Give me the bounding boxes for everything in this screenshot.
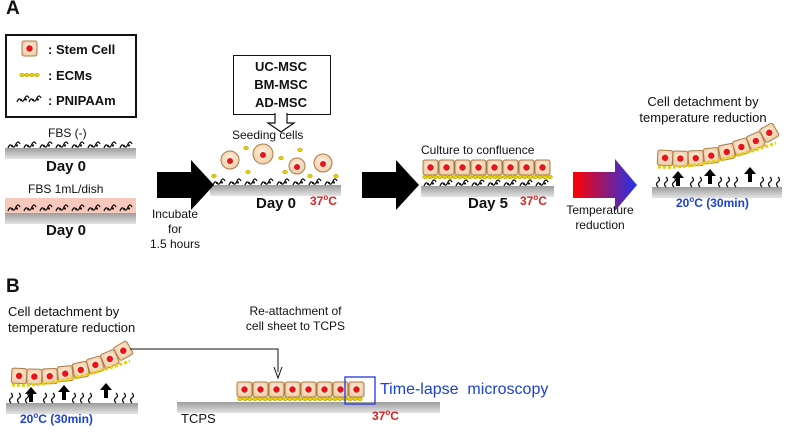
detachment-squiggles-b	[8, 392, 135, 404]
legend-stem-cell-label: : Stem Cell	[48, 42, 116, 57]
panel-b-detach-surface	[6, 403, 138, 414]
legend-ecm-icon	[19, 73, 40, 77]
cell-type-list: UC-MSC BM-MSC AD-MSC	[233, 58, 329, 112]
confluence-temp-degree: o	[533, 193, 539, 202]
detachment-title-line-2: temperature reduction	[639, 110, 767, 125]
legend-ecms-label: : ECMs	[48, 68, 93, 83]
reattach-connector	[130, 348, 279, 372]
seeding-temp-degree: o	[323, 193, 329, 202]
seeding-label: Seeding cells	[232, 128, 304, 142]
confluence-pnipaam-row	[423, 179, 549, 187]
incubate-line-2: for	[167, 222, 182, 236]
fbs-none-pnipaam-row	[7, 141, 133, 149]
tcps-temp-degree: o	[385, 408, 391, 417]
seeding-pnipaam-row	[212, 178, 338, 186]
detachment-temp-value: 20	[676, 196, 690, 210]
fbs-1ml-surface	[5, 213, 136, 224]
reattach-arrowhead-icon	[273, 366, 283, 380]
tcps-label: TCPS	[181, 411, 216, 426]
confluence-day: Day 5	[468, 195, 509, 212]
fbs-pink-layer	[5, 198, 136, 214]
fbs-1ml-pnipaam-row	[7, 204, 133, 212]
tcps-temp-unit: C	[390, 409, 399, 423]
confluence-temp-unit: C	[538, 194, 547, 208]
incubate-line-3: 1.5 hours	[149, 237, 201, 251]
cell-type-bm-msc: BM-MSC	[254, 77, 308, 92]
temperature-reduction-line-2: reduction	[575, 218, 625, 232]
tcps-temp-value: 37	[372, 409, 386, 423]
detachment-temp: 20oC (30min)	[676, 195, 749, 210]
confluence-temp-value: 37	[520, 194, 534, 208]
seeding-cells	[211, 143, 339, 178]
seeding-surface	[210, 185, 341, 196]
tcps-surface	[177, 402, 440, 413]
confluence-cell-layer	[422, 159, 551, 176]
confluence-surface	[421, 186, 554, 197]
panel-b-detach-line-2: temperature reduction	[8, 320, 136, 335]
seeding-temp-unit: C	[328, 194, 337, 208]
detachment-squiggles-a	[655, 176, 781, 188]
cell-type-ad-msc: AD-MSC	[255, 95, 307, 110]
incubate-text: Incubate for 1.5 hours	[140, 207, 210, 252]
detachment-arrows-a	[672, 167, 756, 186]
panel-a-letter: A	[6, 0, 20, 19]
fbs-none-day: Day 0	[46, 158, 87, 175]
legend-stem-cell-icon	[21, 40, 38, 57]
detached-sheet-b	[10, 340, 134, 387]
reattach-text: Re-attachment of cell sheet to TCPS	[228, 304, 363, 334]
panel-b-detach-temp: 20oC (30min)	[20, 411, 93, 426]
detachment-title: Cell detachment by temperature reduction	[628, 94, 778, 126]
reattach-line-2: cell sheet to TCPS	[245, 319, 346, 333]
cell-type-uc-msc: UC-MSC	[255, 59, 307, 74]
panel-b-detach-temp-unit: C (30min)	[38, 412, 93, 426]
legend-pnipaam-label: : PNIPAAm	[48, 93, 116, 108]
seeding-day: Day 0	[256, 195, 297, 212]
panel-b-detach-temp-degree: o	[33, 411, 39, 420]
detached-sheet-a	[656, 122, 780, 169]
time-lapse-label: Time-lapse microscopy	[380, 381, 549, 398]
process-arrow-1-icon	[157, 160, 214, 210]
detachment-temp-unit: C (30min)	[694, 196, 749, 210]
process-arrow-2-icon	[362, 160, 419, 210]
detachment-title-line-1: Cell detachment by	[647, 94, 759, 109]
confluence-label: Culture to confluence	[421, 143, 535, 157]
fbs-none-label: FBS (-)	[48, 126, 87, 140]
reattached-ecm-row	[237, 397, 363, 401]
reattach-line-1: Re-attachment of	[249, 304, 342, 318]
detachment-arrows-b	[25, 383, 112, 402]
tcps-temp: 37oC	[372, 408, 399, 423]
panel-b-letter: B	[6, 276, 20, 297]
confluence-ecm-row	[422, 175, 553, 179]
panel-b-detach-text: Cell detachment by temperature reduction	[8, 304, 135, 336]
seeding-temp-value: 37	[310, 194, 324, 208]
detachment-temp-degree: o	[689, 195, 695, 204]
panel-b-detach-temp-value: 20	[20, 412, 34, 426]
confluence-temp: 37oC	[520, 193, 547, 208]
temperature-arrow-icon	[573, 159, 637, 211]
legend-pnipaam-icon	[16, 95, 42, 103]
microscopy-region-box	[344, 376, 376, 405]
fbs-1ml-label: FBS 1mL/dish	[28, 182, 104, 196]
fbs-1ml-day: Day 0	[46, 222, 87, 239]
detachment-surface	[652, 187, 782, 198]
callout-arrow-icon	[266, 113, 296, 133]
incubate-line-1: Incubate	[151, 207, 199, 221]
seeding-temp: 37oC	[310, 193, 337, 208]
fbs-none-surface	[5, 148, 136, 159]
panel-b-detach-line-1: Cell detachment by	[8, 304, 120, 319]
